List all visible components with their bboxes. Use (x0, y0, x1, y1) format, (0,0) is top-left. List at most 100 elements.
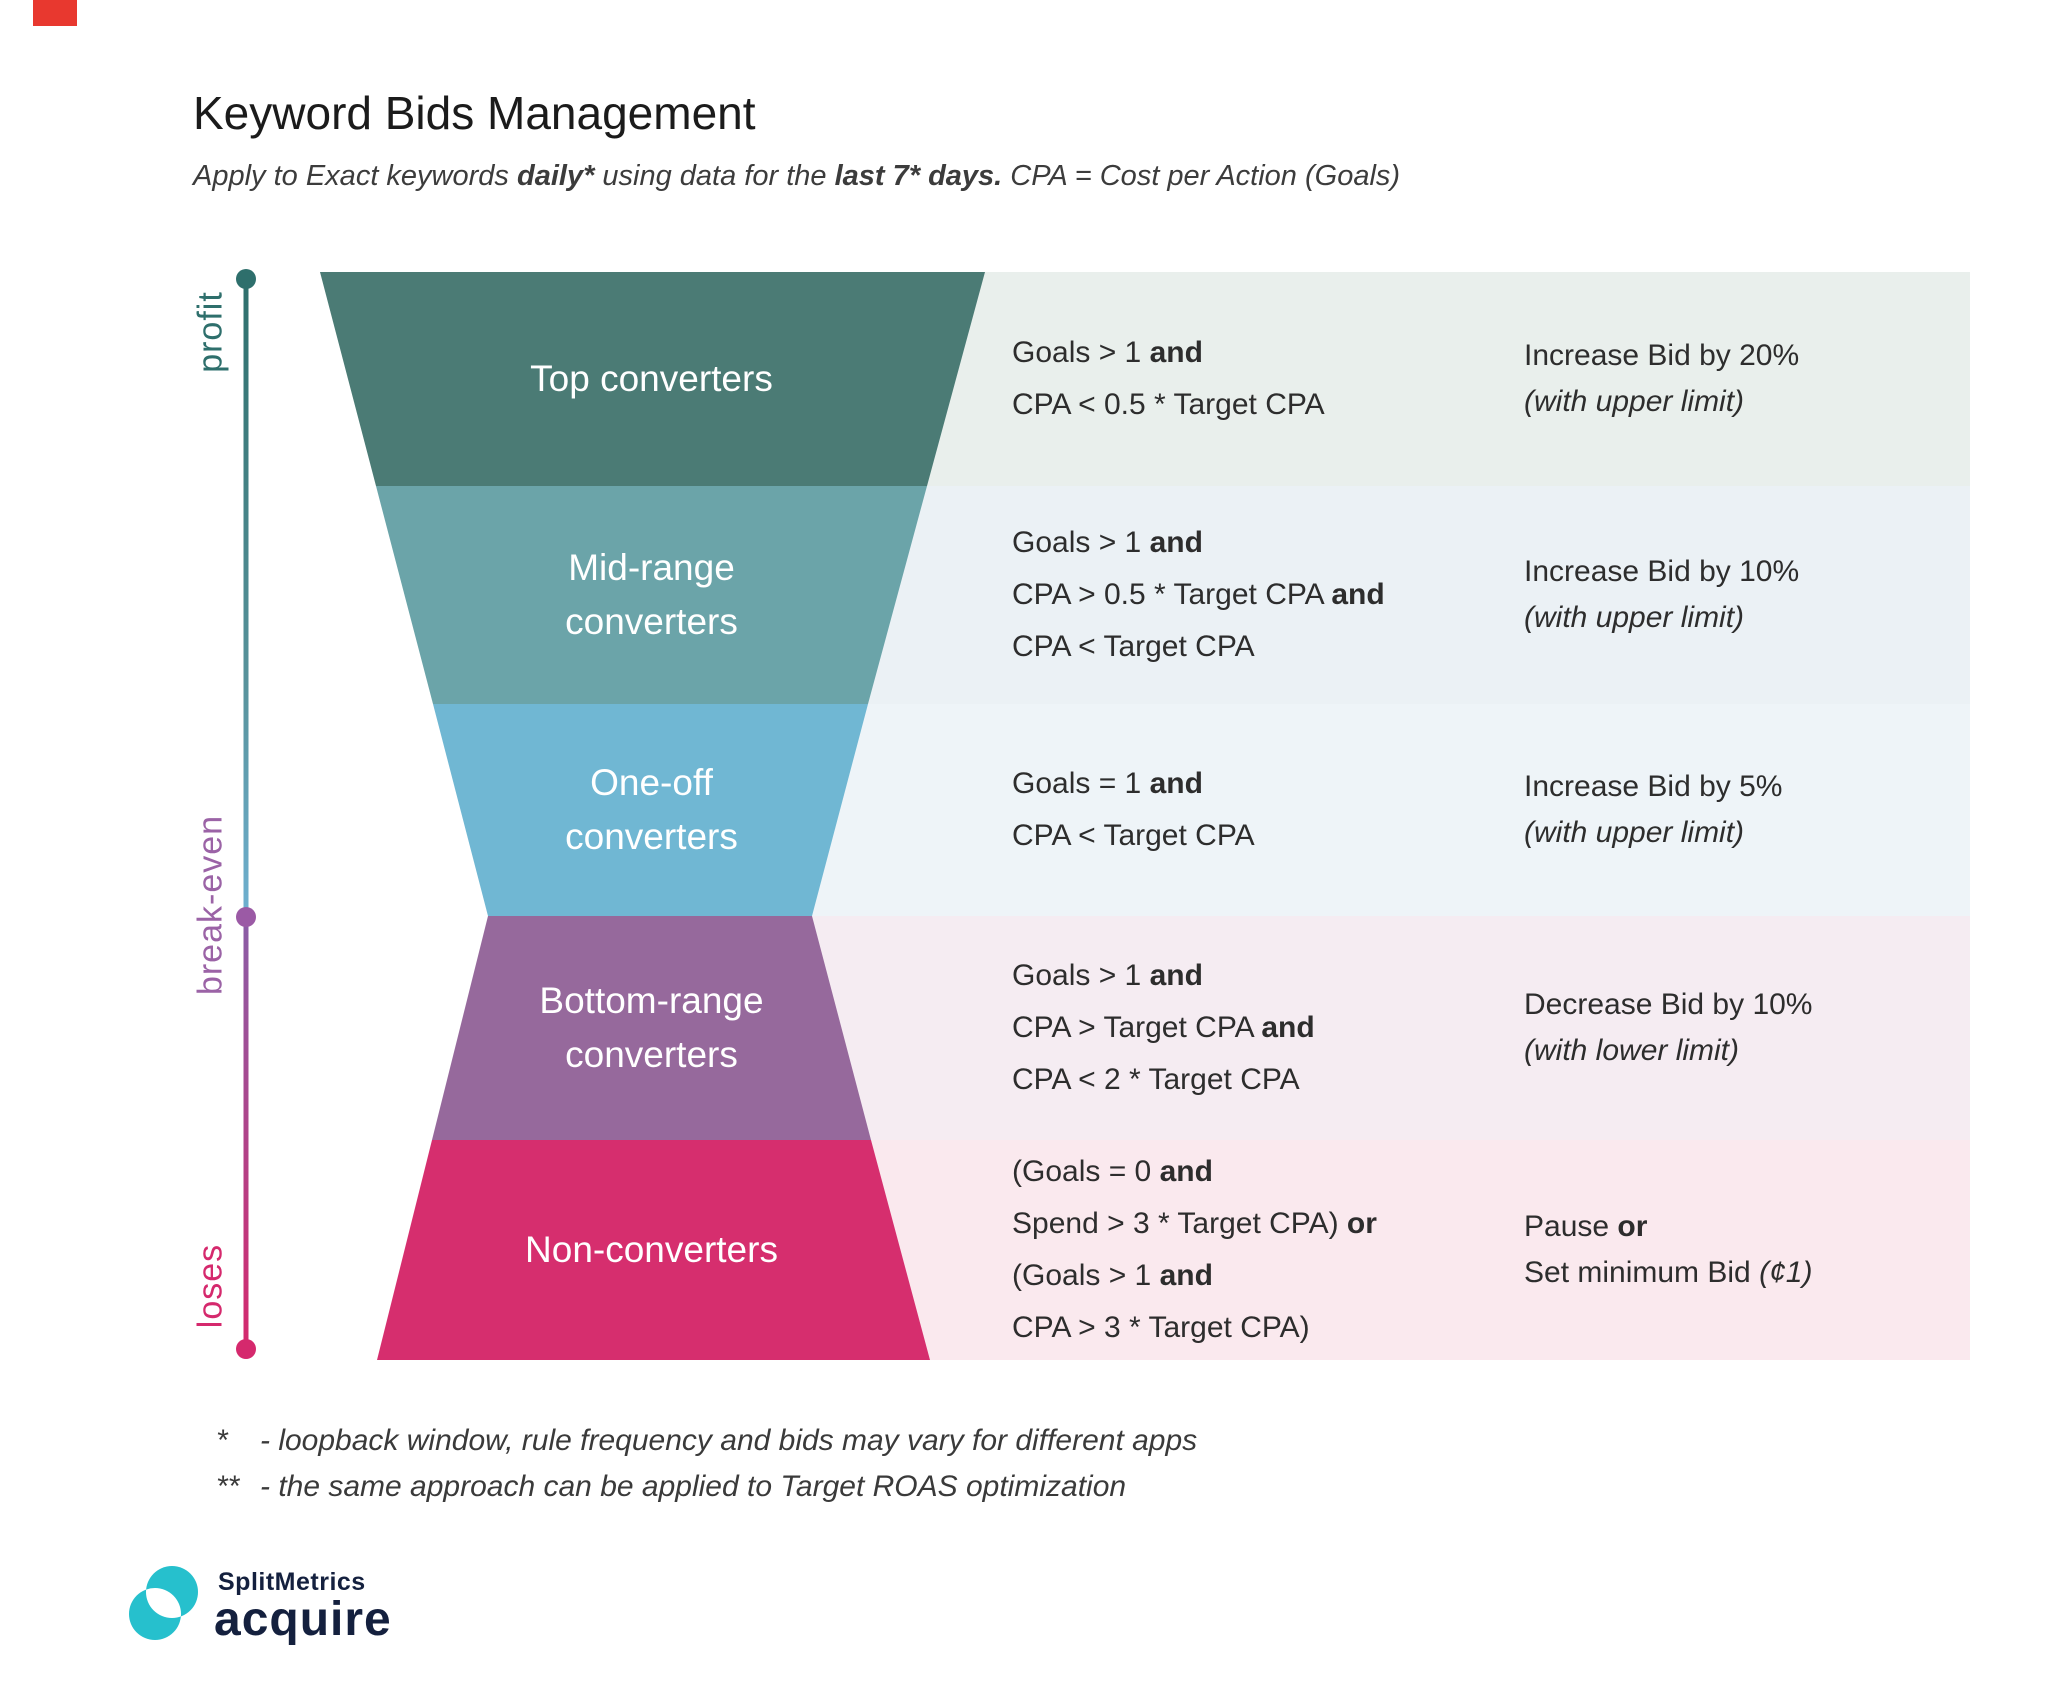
condition-line: Spend > 3 * Target CPA) or (1012, 1198, 1482, 1250)
row-band (750, 916, 1970, 1140)
text-segment: and (1149, 336, 1203, 369)
funnel-segment (320, 272, 985, 486)
funnel-label-line: converters (400, 595, 903, 649)
funnel-label-line: Bottom-range (400, 974, 903, 1028)
action-line: Increase Bid by 10% (1524, 549, 1964, 595)
action-line: Set minimum Bid (¢1) (1524, 1250, 1964, 1296)
text-segment: Apply to Exact keywords (193, 160, 517, 192)
footnote-text: - the same approach can be applied to Ta… (260, 1470, 1127, 1503)
condition-line: CPA < 0.5 * Target CPA (1012, 379, 1482, 431)
funnel-label-line: Non-converters (400, 1223, 903, 1277)
text-segment: and (1159, 1259, 1213, 1292)
splitmetrics-logo-icon (129, 1566, 198, 1640)
text-segment: Pause (1524, 1210, 1618, 1243)
condition-line: CPA < Target CPA (1012, 810, 1482, 862)
condition-line: CPA > Target CPA and (1012, 1002, 1482, 1054)
footnotes: *- loopback window, rule frequency and b… (216, 1424, 1197, 1516)
text-segment: Bottom-range (539, 980, 764, 1021)
funnel-segments (320, 272, 985, 1360)
footnote-text: - loopback window, rule frequency and bi… (260, 1424, 1198, 1457)
action-line: Decrease Bid by 10% (1524, 982, 1964, 1028)
condition-line: CPA > 3 * Target CPA) (1012, 1302, 1482, 1354)
axis-label-profit: profit (191, 291, 230, 373)
footnote-line: ** - the same approach can be applied to … (216, 1470, 1197, 1504)
text-segment: Spend > 3 * Target CPA) (1012, 1207, 1347, 1240)
logo-product-text: acquire (214, 1593, 392, 1646)
text-segment: and (1331, 578, 1385, 611)
axis-dot (236, 1339, 256, 1359)
condition-line: CPA < Target CPA (1012, 621, 1482, 673)
text-segment: using data for the (594, 160, 835, 192)
row-band (750, 486, 1970, 704)
funnel-segment (376, 486, 927, 704)
text-segment: and (1261, 1011, 1315, 1044)
text-segment: or (1346, 1207, 1377, 1240)
funnel-label-line: Top converters (400, 352, 903, 406)
text-segment: (with lower limit) (1524, 1034, 1740, 1067)
condition-line: (Goals = 0 and (1012, 1146, 1482, 1198)
funnel-label-line: One-off (400, 756, 903, 810)
funnel-segment (433, 704, 868, 916)
text-segment: and (1149, 959, 1203, 992)
text-segment: converters (565, 816, 738, 857)
text-segment: (Goals = 0 (1012, 1155, 1160, 1188)
text-segment: and (1159, 1155, 1213, 1188)
text-segment: CPA < 2 * Target CPA (1012, 1063, 1300, 1096)
text-segment: Mid-range (568, 547, 735, 588)
condition-line: CPA > 0.5 * Target CPA and (1012, 569, 1482, 621)
text-segment: Goals > 1 (1012, 336, 1150, 369)
text-segment: Goals > 1 (1012, 959, 1150, 992)
text-segment: daily* (516, 160, 595, 192)
funnel-label: Mid-range converters (400, 486, 903, 704)
row-bands (750, 272, 1970, 1360)
text-segment: Increase Bid by 10% (1524, 555, 1800, 588)
corner-red-mark (33, 0, 77, 26)
condition-line: Goals > 1 and (1012, 517, 1482, 569)
action-text: Increase Bid by 10%(with upper limit) (1524, 486, 1964, 704)
footnote-marker: ** (216, 1470, 240, 1503)
condition-line: (Goals > 1 and (1012, 1250, 1482, 1302)
text-segment: Goals = 1 (1012, 767, 1150, 800)
action-line: (with lower limit) (1524, 1028, 1964, 1074)
action-line: Increase Bid by 5% (1524, 764, 1964, 810)
text-segment: One-off (590, 762, 713, 803)
condition-line: CPA < 2 * Target CPA (1012, 1054, 1482, 1106)
page-title: Keyword Bids Management (193, 87, 756, 139)
funnel-label-line: converters (400, 810, 903, 864)
text-segment: (with upper limit) (1524, 816, 1745, 849)
text-segment: (with upper limit) (1524, 385, 1745, 418)
axis-dot (236, 269, 256, 289)
text-segment: and (1149, 526, 1203, 559)
action-line: (with upper limit) (1524, 379, 1964, 425)
text-segment: Goals > 1 (1012, 526, 1150, 559)
text-segment: Increase Bid by 5% (1524, 770, 1783, 803)
text-segment: (Goals > 1 (1012, 1259, 1160, 1292)
action-text: Decrease Bid by 10% (with lower limit) (1524, 916, 1964, 1140)
text-segment: Non-converters (525, 1229, 778, 1270)
text-segment: last 7* days. (834, 160, 1003, 192)
condition-line: Goals = 1 and (1012, 758, 1482, 810)
text-segment: CPA = Cost per Action (Goals) (1002, 160, 1401, 192)
action-text: Increase Bid by 20%(with upper limit) (1524, 272, 1964, 486)
axis-dots (236, 269, 256, 1359)
axis-label-breakeven: break-even (191, 814, 230, 996)
funnel-label-line: Mid-range (400, 541, 903, 595)
row-band (750, 704, 1970, 916)
funnel-label-line: converters (400, 1028, 903, 1082)
axis-dot (236, 907, 256, 927)
text-segment: and (1149, 767, 1203, 800)
condition-line: Goals > 1 and (1012, 950, 1482, 1002)
action-text: Increase Bid by 5% (with upper limit) (1524, 704, 1964, 916)
text-segment: Top converters (530, 358, 773, 399)
text-segment: Set minimum Bid (1524, 1256, 1760, 1289)
action-line: Pause or (1524, 1204, 1964, 1250)
